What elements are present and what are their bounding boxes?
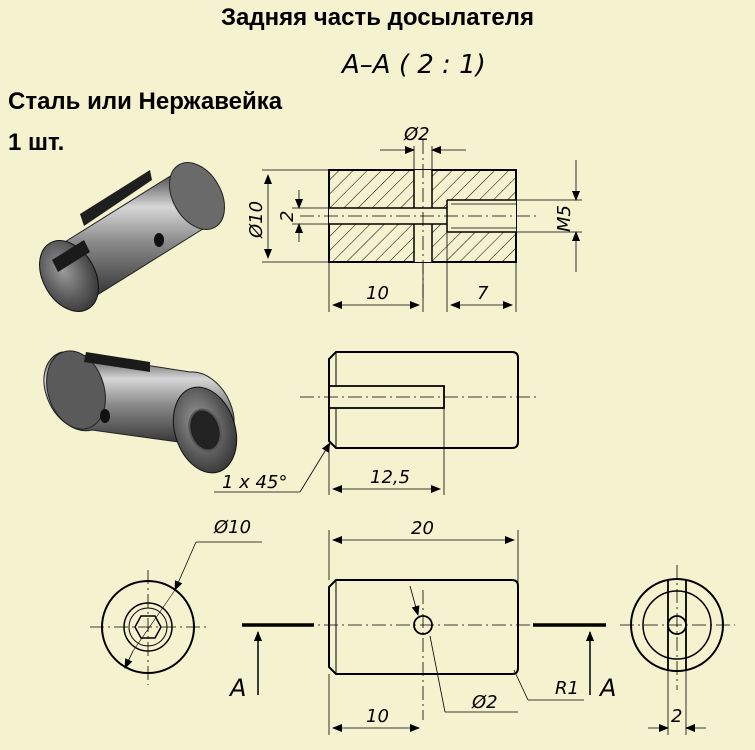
right-end-view: [620, 565, 735, 735]
dim-pin-dia: Ø2: [471, 692, 498, 713]
dim-end-dia: Ø10: [213, 517, 251, 538]
cut-mark-right: A: [598, 674, 616, 702]
cut-mark-left: A: [228, 674, 246, 702]
iso-render-threaded-end: [43, 350, 238, 474]
dim-slot-end: 2: [671, 706, 682, 727]
iso-render-slotted-end: [39, 162, 225, 312]
quantity-label: 1 шт.: [8, 129, 65, 156]
dim-thread: M5: [554, 205, 575, 232]
dim-len-thread: 7: [477, 283, 489, 304]
dim-hole-dia: Ø2: [403, 124, 430, 145]
front-view: [242, 530, 606, 735]
dim-slot-len: 12,5: [370, 467, 410, 488]
dim-outer-dia: Ø10: [246, 201, 267, 239]
left-end-view: [90, 541, 262, 685]
slot-view: [214, 351, 540, 495]
dim-radius: R1: [555, 678, 579, 699]
section-view-a-a: A–A ( 2 : 1): [262, 50, 582, 312]
drawing-title: Задняя часть досылателя: [221, 4, 534, 31]
dim-len-left: 10: [366, 283, 389, 304]
dim-hole-pos: 10: [366, 706, 389, 727]
dim-chamfer: 1 x 45°: [222, 472, 287, 493]
section-label: A–A ( 2 : 1): [340, 50, 486, 80]
dim-total-len: 20: [411, 518, 434, 539]
dim-slot-width: 2: [277, 211, 298, 222]
material-label: Сталь или Нержавейка: [8, 88, 283, 115]
